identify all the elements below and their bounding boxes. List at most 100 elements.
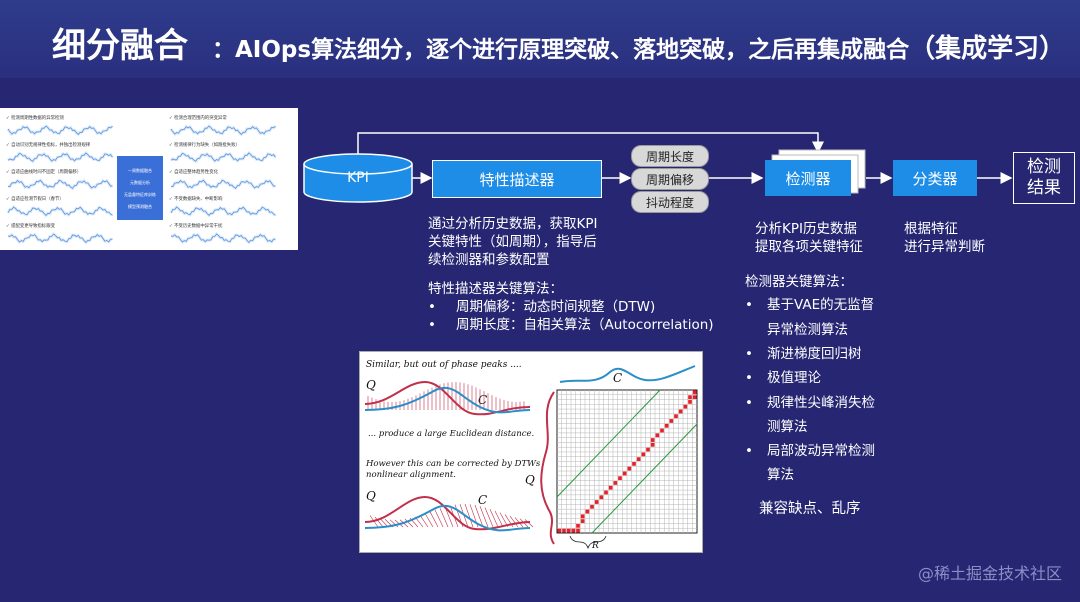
detector-desc-line1: 分析KPI历史数据 [755, 221, 857, 237]
thumbnail-sparkline [7, 125, 113, 135]
detector-box: 检测器 [765, 160, 851, 196]
dtw-c-label-bottom: C [478, 493, 487, 507]
thumbnail-sparkline [7, 206, 113, 216]
thumbnail-center-item: 一周数据融合 [128, 167, 152, 173]
warping-path-cell [576, 523, 580, 528]
dtw-caption4: nonlinear alignment. [366, 470, 456, 480]
dtw-matrix-series-c [559, 365, 696, 383]
warping-path-cell [599, 495, 604, 500]
thumbnail-label: ✓ 检测合理范围内的突变异常 [169, 114, 227, 121]
descriptor-desc-line2: 关键特性（如周期），指导后 [428, 234, 597, 250]
warping-path-cell [608, 485, 613, 490]
descriptor-desc-line1: 通过分析历史数据，获取KPI [428, 216, 598, 232]
pill-jitter: 抖动程度 [631, 191, 709, 213]
thumbnail-label: ✓ 检测周期性数据的异常检测 [6, 114, 64, 121]
warping-path-cell [674, 414, 678, 419]
dtw-series-c-top [364, 386, 531, 414]
dtw-caption3: However this can be corrected by DTWs [365, 459, 541, 469]
hatch-line [484, 507, 494, 528]
dtw-figure: Similar, but out of phase peaks .... Q C… [359, 351, 703, 553]
warping-path-cell [683, 404, 688, 409]
warping-path-cell [557, 528, 562, 533]
result-line2: 结果 [1027, 178, 1061, 198]
warping-path-cell [618, 476, 622, 481]
hatch-line [489, 508, 499, 528]
thumbnail-band [6, 123, 114, 137]
hatch-line [379, 518, 389, 528]
warping-path-cell [660, 428, 664, 433]
warping-path-cell [678, 409, 683, 414]
thumbnail-label: ✓ 自适应检测节假日（春节） [6, 195, 64, 202]
dtw-warping-path [557, 390, 697, 533]
hatch-line [404, 518, 414, 528]
result-box: 检测 结果 [1013, 152, 1075, 204]
classifier-desc-line1: 根据特征 [904, 221, 958, 237]
thumbnail-center-item: 元数据分析 [130, 179, 150, 185]
hatch-line [424, 513, 434, 528]
warping-path-cell [580, 519, 585, 523]
page-subtitle: ：AIOps算法细分，逐个进行原理突破、落地突破，之后再集成融合（集成学习） [212, 28, 1065, 65]
thumbnail-label: ✓ 不受数据缺失、中断影响 [169, 195, 223, 202]
descriptor-algo-item: •周期偏移：动态时间规整（DTW) [428, 299, 656, 315]
thumbnail-label: ✓ 检测规律行为缺失（如跑批失败） [169, 141, 240, 148]
dtw-q-label-bottom: Q [366, 489, 376, 503]
classifier-desc-line2: 进行异常判断 [904, 239, 985, 255]
thumbnail-center-item: 模型预测融合 [128, 203, 152, 209]
title-bar [0, 0, 1080, 78]
detector-algo-item: •局部波动异常检测 [745, 443, 875, 459]
hatch-line [474, 504, 484, 528]
hatch-line [389, 519, 399, 528]
thumbnail-band [169, 123, 277, 137]
warping-path-cell [650, 442, 655, 447]
warping-path-cell [594, 500, 599, 504]
warping-path-cell [580, 514, 585, 519]
thumbnail-label: ✓ 自适应整体趋势性变化 [169, 168, 219, 175]
pill-period-offset: 周期偏移 [631, 168, 709, 190]
warping-path-cell [571, 528, 576, 533]
warping-path-cell [664, 423, 669, 428]
hatch-line [444, 506, 454, 528]
thumbnail-sparkline [170, 125, 276, 135]
warping-window-lower [591, 423, 698, 534]
kpi-label: KPI [347, 170, 369, 186]
warping-path-cell [613, 481, 618, 485]
hatch-line [419, 515, 429, 528]
dtw-q-label-top: Q [366, 378, 376, 392]
anomaly-types-thumbnail: ✓ 检测周期性数据的异常检测✓ 自动识别无规律性指标，并独出检测规律✓ 自适应曲… [0, 108, 298, 250]
dtw-matrix-c-label: C [613, 371, 622, 385]
descriptor-algo-title: 特性描述器关键算法： [428, 281, 563, 297]
subtitle-paren: （集成学习） [909, 34, 1066, 64]
thumbnail-sparkline [7, 152, 113, 162]
warping-path-cell [590, 504, 594, 509]
hatch-line [464, 503, 474, 528]
detector-algo-item-cont: 算法 [767, 467, 794, 483]
thumbnail-sparkline [7, 233, 113, 243]
detector-algo-item: •基于VAE的无监督 [745, 297, 875, 313]
thumbnail-band [7, 150, 114, 164]
detector-algo-title: 检测器关键算法： [745, 274, 853, 290]
thumbnail-charts: ✓ 检测周期性数据的异常检测✓ 自动识别无规律性指标，并独出检测规律✓ 自适应曲… [6, 114, 277, 245]
thumbnail-center-panel [117, 156, 163, 220]
detector-algo-item: •规律性尖峰消失检 [745, 395, 875, 411]
thumbnail-band [6, 204, 114, 218]
dtw-caption2: ... produce a large Euclidean distance. [368, 429, 534, 439]
dtw-c-label-top: C [478, 393, 487, 407]
dtw-r-label: R [591, 541, 599, 551]
warping-path-cell [692, 390, 697, 395]
hatch-line [374, 516, 384, 528]
kpi-to-detector-line [357, 132, 824, 158]
classifier-box: 分类器 [893, 160, 977, 196]
warping-path-cell [650, 438, 655, 442]
descriptor-desc-line3: 续检测器和参数配置 [428, 252, 550, 268]
detector-algo-item: •渐进梯度回归树 [745, 346, 862, 362]
thumbnail-sparkline [170, 233, 276, 243]
thumbnail-label: ✓ 提配变更导致指标跟变 [6, 222, 56, 229]
thumbnail-label: ✓ 自动识别无规律性指标，并独出检测规律 [6, 141, 91, 148]
dtw-series-q-top [364, 380, 531, 416]
warping-path-cell [692, 395, 697, 400]
feature-descriptor-box: 特性描述器 [432, 160, 602, 198]
dtw-r-brace [569, 535, 607, 550]
page-title: 细分融合 [52, 26, 188, 66]
thumbnail-band [170, 231, 276, 245]
warping-path-cell [576, 528, 580, 533]
